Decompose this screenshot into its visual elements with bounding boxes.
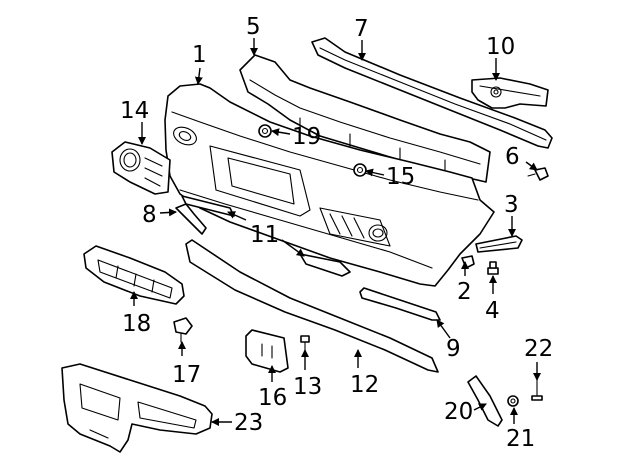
leader-8 [159,208,177,217]
callout-22: 22 [524,336,553,362]
part-9-molding [359,287,441,321]
callout-6: 6 [505,144,520,170]
callout-14: 14 [120,98,149,124]
callout-4: 4 [485,298,500,324]
leader-1 [194,67,203,85]
part-4-stud-bolt [487,261,499,275]
leader-9 [436,319,451,339]
part-15-clip [353,163,367,177]
part-11-mounting-strip [181,195,351,277]
callout-2: 2 [457,279,472,305]
callout-13: 13 [293,374,322,400]
callout-1: 1 [192,42,207,68]
callout-10: 10 [486,34,515,60]
leader-20 [473,403,487,411]
callout-23: 23 [234,410,263,436]
callout-16: 16 [258,385,287,411]
part-5-energy-absorber [239,54,491,183]
leader-6 [525,161,538,171]
part-2-retainer [461,255,475,269]
part-23-grille-assembly [61,363,213,453]
leader-15 [365,168,385,177]
part-22-screw [531,379,543,401]
part-12-lower-valance [185,239,439,373]
callout-20: 20 [444,399,473,425]
part-17-push-clip [173,317,193,343]
part-10-mounting-bracket [471,77,549,109]
part-18-grille-insert [83,245,185,305]
callout-19: 19 [292,124,321,150]
callout-15: 15 [386,164,415,190]
callout-11: 11 [250,222,279,248]
part-13-bolt [300,335,310,351]
part-7-reinforcement-beam [311,37,553,149]
callout-7: 7 [354,16,369,42]
part-20-trim-piece [467,375,503,427]
part-21-nut [507,395,519,407]
callout-labels: 1 2 3 4 5 6 7 8 9 10 11 12 13 14 15 16 1… [120,14,553,452]
part-19-clip [258,124,272,138]
callout-3: 3 [504,192,519,218]
callout-8: 8 [142,202,157,228]
callout-9: 9 [446,336,461,362]
part-3-side-reflector [475,235,523,253]
part-16-license-bracket [245,329,289,373]
leader-11b [281,239,305,257]
callout-17: 17 [172,362,201,388]
leader-11 [227,211,247,221]
part-1-bumper-cover [164,83,495,287]
leader-19 [271,128,291,137]
callout-12: 12 [350,372,379,398]
leader-lines [130,38,541,426]
part-6-screw [527,167,549,181]
callout-21: 21 [506,426,535,452]
part-14-fog-lamp-bezel [111,141,171,195]
callout-5: 5 [246,14,261,40]
callout-18: 18 [122,311,151,337]
